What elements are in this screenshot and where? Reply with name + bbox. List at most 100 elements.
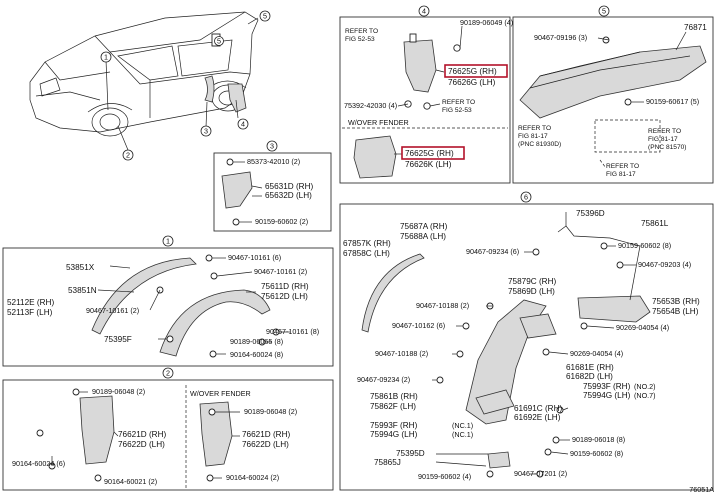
s4-p5: 76625G (RH) bbox=[405, 149, 454, 158]
s6-p15: 90467-10162 (6) bbox=[392, 321, 445, 330]
s1-p9: 90467-10161 (2) bbox=[86, 306, 139, 315]
svg-text:REFER TO: REFER TO bbox=[606, 163, 639, 170]
svg-text:REFER TO: REFER TO bbox=[518, 125, 551, 132]
s6-p33: 75395D bbox=[396, 449, 425, 458]
svg-text:5: 5 bbox=[263, 12, 267, 21]
s6-p14: 75654B (LH) bbox=[652, 307, 699, 316]
svg-text:1: 1 bbox=[104, 53, 108, 62]
highlight-box-2 bbox=[401, 146, 465, 160]
s6-p29n: (NC.1) bbox=[452, 430, 473, 439]
s6-p22: 75993F (RH) bbox=[583, 382, 631, 391]
svg-text:(PNC 81570): (PNC 81570) bbox=[648, 144, 686, 151]
s6-p9: 90467-09203 (4) bbox=[638, 260, 691, 269]
s1-p7: 75611D (RH) bbox=[261, 282, 309, 291]
s6-p26: 61691C (RH) bbox=[514, 404, 563, 413]
s6-p5: 75396D bbox=[576, 209, 605, 218]
s3-p4: 90159-60602 (2) bbox=[255, 217, 308, 226]
vehicle-leaders bbox=[105, 17, 259, 151]
s5-p1: 90467-09196 (3) bbox=[534, 33, 587, 42]
s6-p4: 75688A (LH) bbox=[400, 232, 446, 241]
s6-p25: 75862F (LH) bbox=[370, 402, 416, 411]
s5-p3: 90159-60617 (5) bbox=[646, 97, 699, 106]
s4-p6: 76626K (LH) bbox=[405, 160, 452, 169]
s1-p4: 52113F (LH) bbox=[7, 308, 53, 317]
svg-text:5: 5 bbox=[217, 37, 221, 46]
s6-p19: 61681E (RH) bbox=[566, 363, 614, 372]
s6-p29: 75994G (LH) bbox=[370, 430, 418, 439]
section-2: 2 90189-06048 (2) 76621D (RH) 76622D (LH… bbox=[2, 367, 334, 491]
s6-p35: 90467-07201 (2) bbox=[514, 469, 567, 478]
s6-p16: 90269-04054 (4) bbox=[616, 323, 669, 332]
highlight-box-1 bbox=[444, 64, 508, 78]
s2-p9: 90164-60024 (2) bbox=[226, 473, 279, 482]
s2-p4: 90164-60024 (6) bbox=[12, 459, 65, 468]
svg-text:3: 3 bbox=[204, 127, 208, 136]
s1-p10: 90467-10161 (8) bbox=[266, 327, 319, 336]
svg-text:FIG 81-17: FIG 81-17 bbox=[648, 136, 678, 143]
s1-p2: 53851N bbox=[68, 286, 97, 295]
s1-p8: 75612D (LH) bbox=[261, 292, 308, 301]
s4-p3: 76626G (LH) bbox=[448, 78, 496, 87]
s6-p32: 75865J bbox=[374, 458, 401, 467]
s4-p2: 76625G (RH) bbox=[448, 67, 497, 76]
s6-p13: 75653B (RH) bbox=[652, 297, 700, 306]
svg-text:4: 4 bbox=[241, 120, 245, 129]
svg-text:FIG 81-17: FIG 81-17 bbox=[606, 171, 636, 178]
svg-text:5: 5 bbox=[602, 7, 606, 16]
s6-p2: 67858C (LH) bbox=[343, 249, 390, 258]
svg-text:FIG 52-53: FIG 52-53 bbox=[442, 107, 472, 114]
s6-p8: 90159-60602 (8) bbox=[618, 241, 671, 250]
vehicle-markers: 1 2 3 4 5 5 bbox=[100, 10, 271, 161]
s6-p11: 75869D (LH) bbox=[508, 287, 555, 296]
s1-p11: 75395F bbox=[104, 335, 132, 344]
s2-p3: 76622D (LH) bbox=[118, 440, 165, 449]
s6-p1: 67857K (RH) bbox=[343, 239, 391, 248]
s6-p24: 75861B (RH) bbox=[370, 392, 418, 401]
s6-p30: 90189-06018 (8) bbox=[572, 435, 625, 444]
s6-p21: 90467-09234 (2) bbox=[357, 375, 410, 384]
svg-text:REFER TO: REFER TO bbox=[442, 99, 475, 106]
s6-p20: 61682D (LH) bbox=[566, 372, 613, 381]
s1-p13: 90164-60024 (8) bbox=[230, 350, 283, 359]
s6-p10: 75879C (RH) bbox=[508, 277, 557, 286]
s6-p27: 61692E (LH) bbox=[514, 413, 561, 422]
diagram-id: 76051A bbox=[689, 485, 714, 494]
s2-wover: W/OVER FENDER bbox=[190, 389, 251, 398]
s2-p7: 76621D (RH) bbox=[242, 430, 291, 439]
s1-p6: 90467-10161 (2) bbox=[254, 267, 307, 276]
s2-p6: 90189-06048 (2) bbox=[244, 407, 297, 416]
s2-p8: 76622D (LH) bbox=[242, 440, 289, 449]
svg-text:(PNC 81930D): (PNC 81930D) bbox=[518, 141, 561, 148]
s3-p2: 65631D (RH) bbox=[265, 182, 314, 191]
s2-p2: 76621D (RH) bbox=[118, 430, 167, 439]
svg-text:REFER TO: REFER TO bbox=[648, 128, 681, 135]
s6-p18: 90269-04054 (4) bbox=[570, 349, 623, 358]
s1-p12: 90189-06065 (8) bbox=[230, 337, 283, 346]
s6-p23: 75994G (LH) bbox=[583, 391, 631, 400]
section-4: 4 REFER TO FIG 52-53 90189-06049 (4) 766… bbox=[339, 5, 513, 184]
section-6: 6 67857K (R bbox=[339, 191, 714, 491]
svg-text:2: 2 bbox=[166, 369, 170, 378]
section-1: 1 53851X 53851N 52112E (RH) 52113F (LH) … bbox=[2, 235, 334, 367]
svg-text:6: 6 bbox=[524, 193, 528, 202]
s6-p31: 90159-60602 (8) bbox=[570, 449, 623, 458]
s6-p6: 75861L bbox=[641, 219, 669, 228]
vehicle-illustration bbox=[29, 11, 259, 137]
s3-p3: 65632D (LH) bbox=[265, 191, 312, 200]
s6-p17: 90467-10188 (2) bbox=[375, 349, 428, 358]
svg-text:2: 2 bbox=[126, 151, 130, 160]
s6-p34: 90159-60602 (4) bbox=[418, 472, 471, 481]
section-5: 5 90467-09196 (3) 76871 90159-60617 (5) … bbox=[512, 5, 714, 184]
svg-text:FIG 81-17: FIG 81-17 bbox=[518, 133, 548, 140]
s6-p23n: (NO.7) bbox=[634, 391, 656, 400]
s6-p28: 75993F (RH) bbox=[370, 421, 418, 430]
s4-p4: 75392-42030 (4) bbox=[344, 101, 397, 110]
s6-p12: 90467-10188 (2) bbox=[416, 301, 469, 310]
s6-p22n: (NO.2) bbox=[634, 382, 656, 391]
s5-p2: 76871 bbox=[684, 23, 707, 32]
s6-p3: 75687A (RH) bbox=[400, 222, 448, 231]
svg-text:FIG 52-53: FIG 52-53 bbox=[345, 36, 375, 43]
svg-text:REFER TO: REFER TO bbox=[345, 28, 378, 35]
s4-p1: 90189-06049 (4) bbox=[460, 18, 513, 27]
